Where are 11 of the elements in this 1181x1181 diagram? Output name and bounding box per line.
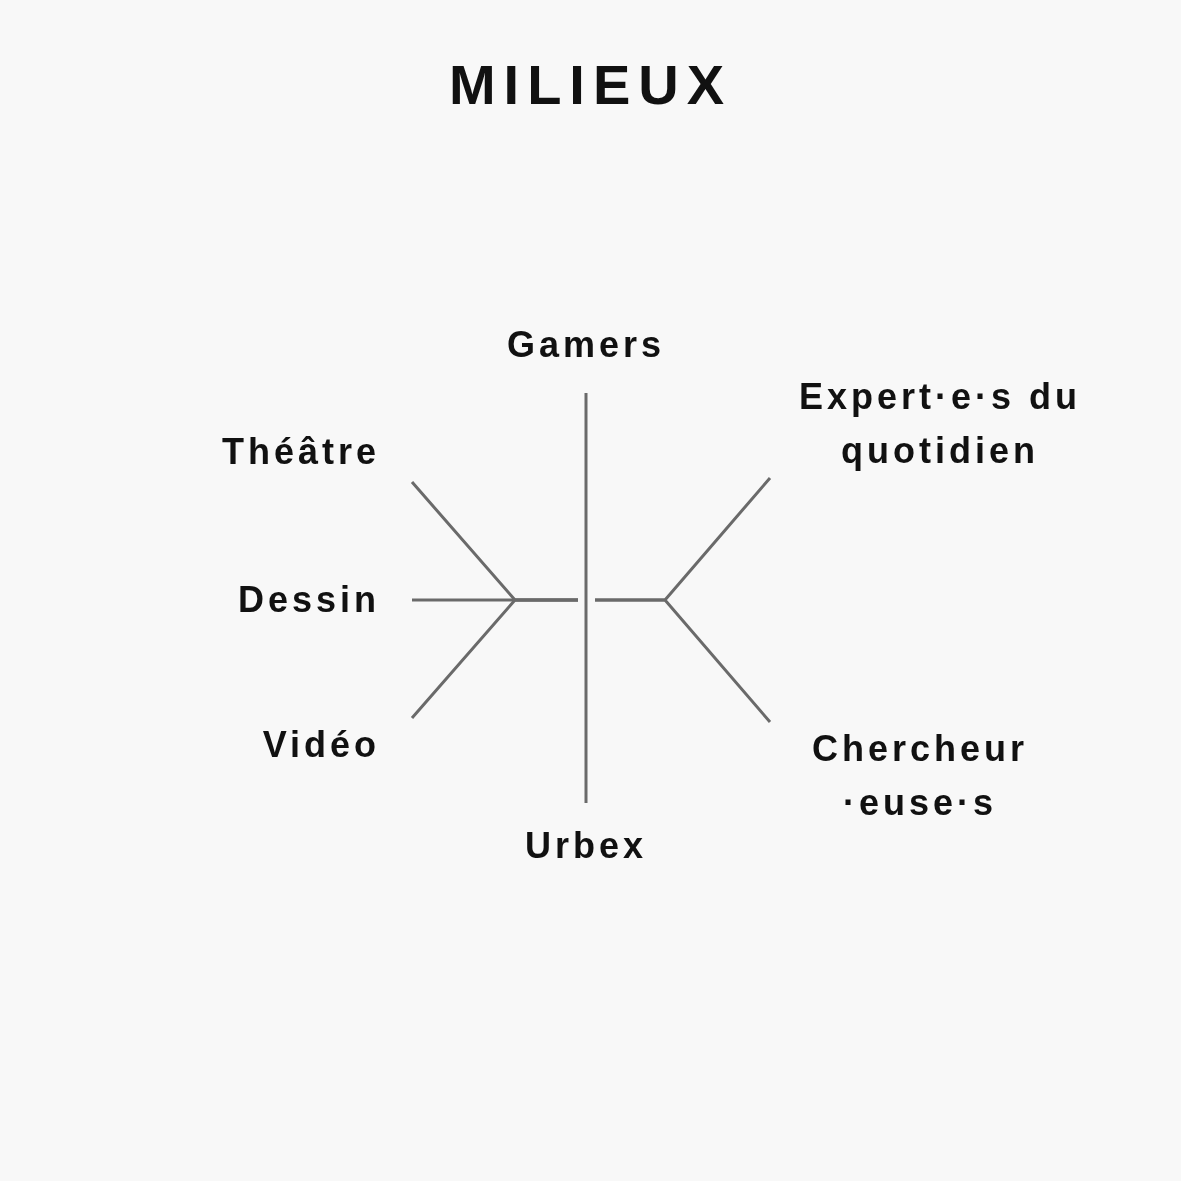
diagram-title: MILIEUX [447, 52, 734, 117]
node-label: Gamers [506, 323, 666, 367]
node-label: Vidéo [262, 723, 380, 767]
connector-line [595, 598, 772, 723]
node-label: Chercheur ·euse·s [810, 727, 1030, 825]
node-label: Dessin [237, 578, 380, 622]
connector-line [410, 598, 578, 719]
node-label: Théâtre [221, 430, 380, 474]
connector-line [584, 393, 588, 803]
node-label: Urbex [524, 824, 647, 868]
node-label: Expert·e·s du quotidien [797, 375, 1082, 473]
